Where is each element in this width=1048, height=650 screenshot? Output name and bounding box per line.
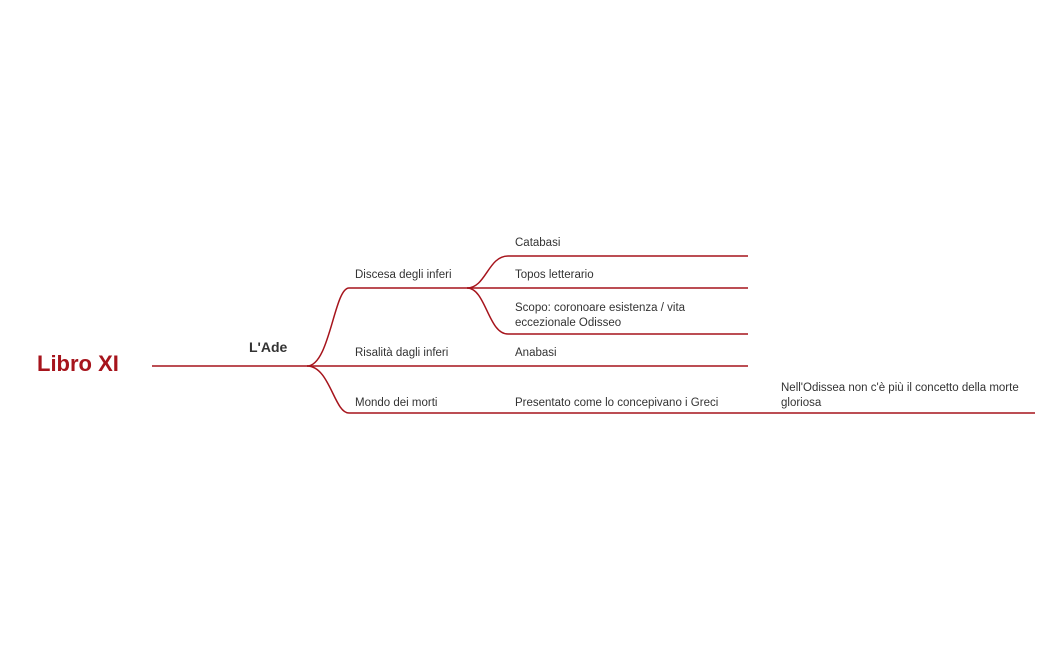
connector-discesa-to-catabasi (466, 255, 748, 289)
leaf-presentato[interactable]: Presentato come lo concepivano i Greci (515, 397, 719, 409)
branch-mondo[interactable]: Mondo dei morti (355, 397, 438, 409)
branch-risalita[interactable]: Risalità dagli inferi (355, 347, 449, 359)
leaf-odissea[interactable]: Nell'Odissea non c'è più il concetto del… (781, 382, 1019, 409)
leaf-topos[interactable]: Topos letterario (515, 269, 594, 281)
leaf-anabasi[interactable]: Anabasi (515, 347, 557, 359)
root-topic[interactable]: Libro XI (37, 351, 119, 376)
connector-main-to-mondo (306, 365, 467, 414)
leaf-catabasi[interactable]: Catabasi (515, 237, 561, 249)
branch-discesa[interactable]: Discesa degli inferi (355, 269, 452, 281)
connector-main-to-discesa (306, 287, 467, 367)
main-topic[interactable]: L'Ade (249, 339, 288, 355)
connector-discesa-to-scopo (466, 287, 748, 335)
leaf-scopo[interactable]: Scopo: coronoare esistenza / vita eccezi… (515, 302, 686, 329)
